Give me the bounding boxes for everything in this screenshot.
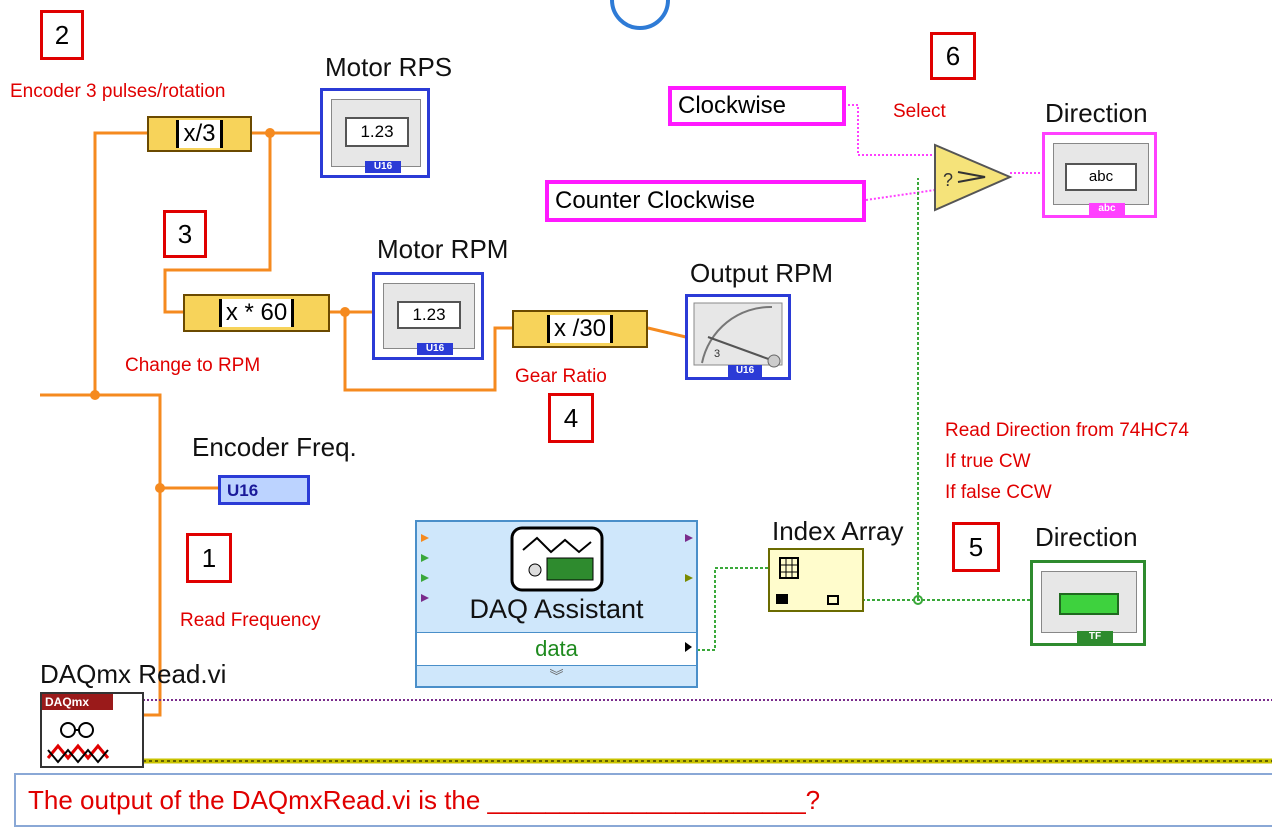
direction-string-value: abc: [1065, 163, 1137, 191]
encoder-note: Encoder 3 pulses/rotation: [10, 81, 226, 102]
output-rpm-label: Output RPM: [690, 258, 834, 288]
select-node[interactable]: ?: [934, 143, 1013, 212]
divide-by-30-node[interactable]: x /30: [512, 310, 648, 348]
motor-rps-value: 1.23: [345, 117, 409, 147]
motor-rpm-indicator[interactable]: 1.23 U16: [372, 272, 484, 360]
wire-junctions: [90, 128, 350, 493]
daq-assistant-node[interactable]: DAQ Assistant data ︾: [415, 520, 698, 688]
daq-assistant-icon: [421, 526, 693, 602]
encoder-freq-type: U16: [227, 481, 259, 500]
direction-string-indicator[interactable]: abc abc: [1042, 132, 1157, 218]
motor-rpm-label: Motor RPM: [377, 234, 509, 264]
daqmx-read-vi[interactable]: DAQmx: [40, 692, 144, 768]
index-array-node[interactable]: [768, 548, 864, 612]
numeric-wires: [40, 131, 691, 717]
expand-chevron-icon[interactable]: ︾: [549, 668, 564, 684]
index-array-label: Index Array: [772, 516, 904, 546]
svg-text:?: ?: [943, 170, 953, 190]
daqmx-read-label: DAQmx Read.vi: [40, 659, 227, 689]
counter-clockwise-constant[interactable]: Counter Clockwise: [545, 180, 866, 222]
daq-assistant-output: data: [535, 636, 578, 661]
direction-note-line-2: If true CW: [945, 451, 1031, 472]
daqmx-icon-banner: DAQmx: [42, 694, 113, 710]
motor-rps-indicator[interactable]: 1.23 U16: [320, 88, 430, 178]
string-wires: [844, 104, 1045, 201]
annotation-number-1: 1: [186, 533, 232, 583]
divide-by-30-expression: x /30: [546, 315, 614, 343]
direction-string-type: abc: [1089, 203, 1125, 215]
motor-rps-type: U16: [365, 161, 401, 173]
gauge-tick-3: 3: [714, 348, 720, 360]
boolean-wires: [697, 178, 1035, 651]
question-prompt: The output of the DAQmxRead.vi is the __…: [14, 773, 1272, 827]
divide-by-3-expression: x/3: [176, 120, 223, 148]
glasses-icon: [46, 722, 110, 764]
annotation-number-3: 3: [163, 210, 207, 258]
encoder-freq-label: Encoder Freq.: [192, 432, 357, 462]
direction-bottom-label: Direction: [1035, 522, 1138, 552]
output-arrow-icon: [685, 642, 692, 652]
gauge-icon: 3: [693, 302, 783, 368]
motor-rpm-value: 1.23: [397, 301, 461, 329]
led-icon: [1059, 593, 1119, 615]
output-rpm-gauge-indicator[interactable]: 3 U16: [685, 294, 791, 380]
annotation-number-6: 6: [930, 32, 976, 80]
index-array-icon: [776, 557, 839, 605]
direction-boolean-type: TF: [1077, 631, 1113, 643]
motor-rpm-type: U16: [417, 343, 453, 355]
direction-note-line-1: Read Direction from 74HC74: [945, 420, 1189, 441]
direction-boolean-indicator[interactable]: TF: [1030, 560, 1146, 646]
read-frequency-note: Read Frequency: [180, 610, 321, 631]
motor-rps-label: Motor RPS: [325, 52, 453, 82]
divide-by-3-node[interactable]: x/3: [147, 116, 252, 152]
multiply-by-60-node[interactable]: x * 60: [183, 294, 330, 332]
annotation-number-5: 5: [952, 522, 1000, 572]
clockwise-constant[interactable]: Clockwise: [668, 86, 846, 126]
direction-top-label: Direction: [1045, 98, 1148, 128]
direction-note-line-3: If false CCW: [945, 482, 1052, 503]
select-note: Select: [893, 101, 946, 122]
encoder-freq-indicator[interactable]: U16: [218, 475, 310, 505]
annotation-number-2: 2: [40, 10, 84, 60]
annotation-number-4: 4: [548, 393, 594, 443]
boolean-junction: [913, 595, 923, 605]
gear-ratio-note: Gear Ratio: [515, 366, 607, 387]
change-rpm-note: Change to RPM: [125, 355, 261, 376]
partial-circle-icon: [610, 0, 670, 30]
output-rpm-type: U16: [728, 365, 762, 377]
multiply-by-60-expression: x * 60: [218, 299, 295, 327]
daq-assistant-title: DAQ Assistant: [469, 594, 644, 624]
